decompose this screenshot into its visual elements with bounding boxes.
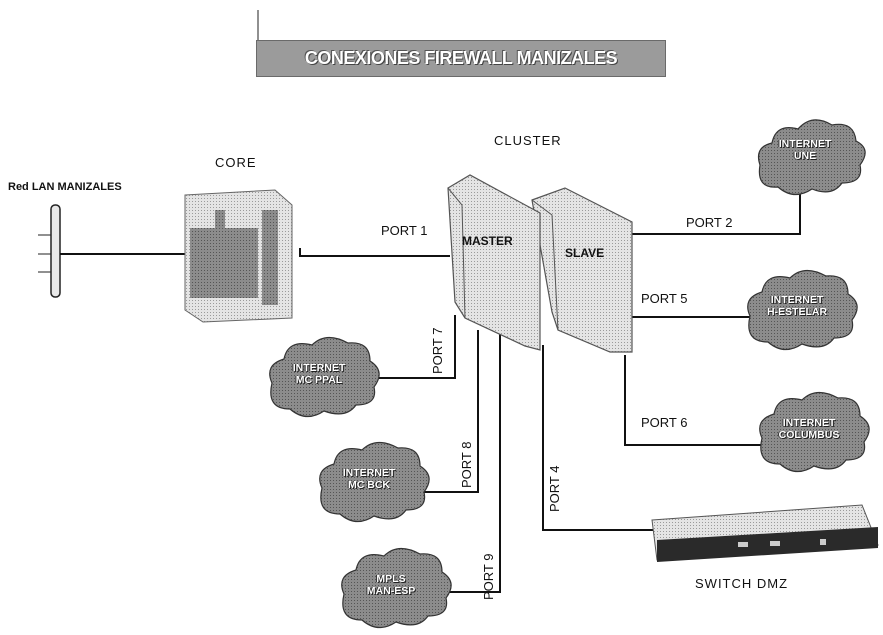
slave-label: SLAVE — [565, 246, 605, 260]
cloud-mpls-label: MPLS MAN-ESP — [346, 573, 436, 597]
diagram-title: CONEXIONES FIREWALL MANIZALES — [304, 48, 618, 68]
cloud-mpls-manesp — [341, 547, 452, 629]
cloud-internet-une — [757, 119, 866, 196]
cloud-internet-hestelar — [747, 269, 858, 351]
cloud-columbus-line2: COLUMBUS — [778, 429, 840, 441]
cloud-une-label: INTERNET UNE — [760, 138, 850, 162]
port-5-label: PORT 5 — [641, 291, 688, 306]
port-1-label: PORT 1 — [381, 223, 428, 238]
slave-firewall — [531, 187, 633, 353]
port-8-label: PORT 8 — [459, 441, 474, 488]
cluster-label: CLUSTER — [494, 133, 562, 148]
cloud-mpls-line2: MAN-ESP — [366, 585, 416, 597]
cloud-mcppal-line1: INTERNET — [292, 362, 346, 374]
port-9-label: PORT 9 — [481, 553, 496, 600]
master-label: MASTER — [462, 234, 513, 248]
cloud-internet-mcppal — [269, 336, 380, 418]
cloud-columbus-line1: INTERNET — [782, 417, 836, 429]
port-2-label: PORT 2 — [686, 215, 733, 230]
cloud-mpls-line1: MPLS — [376, 573, 406, 585]
cloud-internet-mcbck — [319, 441, 430, 523]
switch-dmz-label: SWITCH DMZ — [695, 576, 789, 591]
cloud-columbus-label: INTERNET COLUMBUS — [764, 417, 854, 441]
dmz-switch-device — [651, 504, 879, 562]
cloud-mcppal-label: INTERNET MC PPAL — [274, 362, 364, 386]
diagram-title-box: CONEXIONES FIREWALL MANIZALES — [256, 40, 666, 77]
lan-label: Red LAN MANIZALES — [8, 181, 122, 193]
core-label: CORE — [215, 155, 257, 170]
port-4-label: PORT 4 — [547, 465, 562, 512]
lan-segment — [38, 204, 61, 298]
core-switch — [184, 189, 293, 323]
connection-lines — [60, 185, 801, 593]
cloud-une-line1: INTERNET — [778, 138, 832, 150]
cloud-internet-columbus — [759, 391, 870, 473]
cloud-mcbck-label: INTERNET MC BCK — [324, 467, 414, 491]
cloud-une-line2: UNE — [793, 150, 817, 162]
cloud-mcbck-line2: MC BCK — [348, 479, 390, 491]
master-firewall — [447, 174, 541, 351]
cloud-mcbck-line1: INTERNET — [342, 467, 396, 479]
port-7-label: PORT 7 — [430, 327, 445, 374]
cloud-mcppal-line2: MC PPAL — [295, 374, 343, 386]
port-6-label: PORT 6 — [641, 415, 688, 430]
cloud-hestelar-line1: INTERNET — [770, 294, 824, 306]
cloud-hestelar-line2: H-ESTELAR — [766, 306, 828, 318]
cloud-hestelar-label: INTERNET H-ESTELAR — [752, 294, 842, 318]
